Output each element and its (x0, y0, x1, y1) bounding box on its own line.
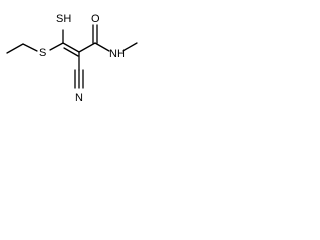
bond-sulfur-c1 (49, 42, 64, 51)
bond-c1-c2-double-b (63, 47, 79, 57)
thiol-label: SH (56, 13, 71, 25)
carbonyl-oxygen-label: O (91, 13, 100, 25)
thioether-sulfur-label: S (39, 47, 46, 59)
bond-c1-c2-double-a (62, 42, 80, 53)
bond-nitrogen-methyl (122, 42, 138, 52)
bond-c3-nitrogen (94, 42, 110, 52)
bond-methylene-sulfur (22, 43, 38, 52)
bond-methyl-methylene (6, 43, 24, 54)
amide-nh-label: NH (109, 48, 125, 60)
nitrile-nitrogen-label: N (75, 92, 83, 104)
molecule-structure: SH S O NH N (6, 13, 138, 104)
bond-c2-c3 (78, 42, 96, 53)
